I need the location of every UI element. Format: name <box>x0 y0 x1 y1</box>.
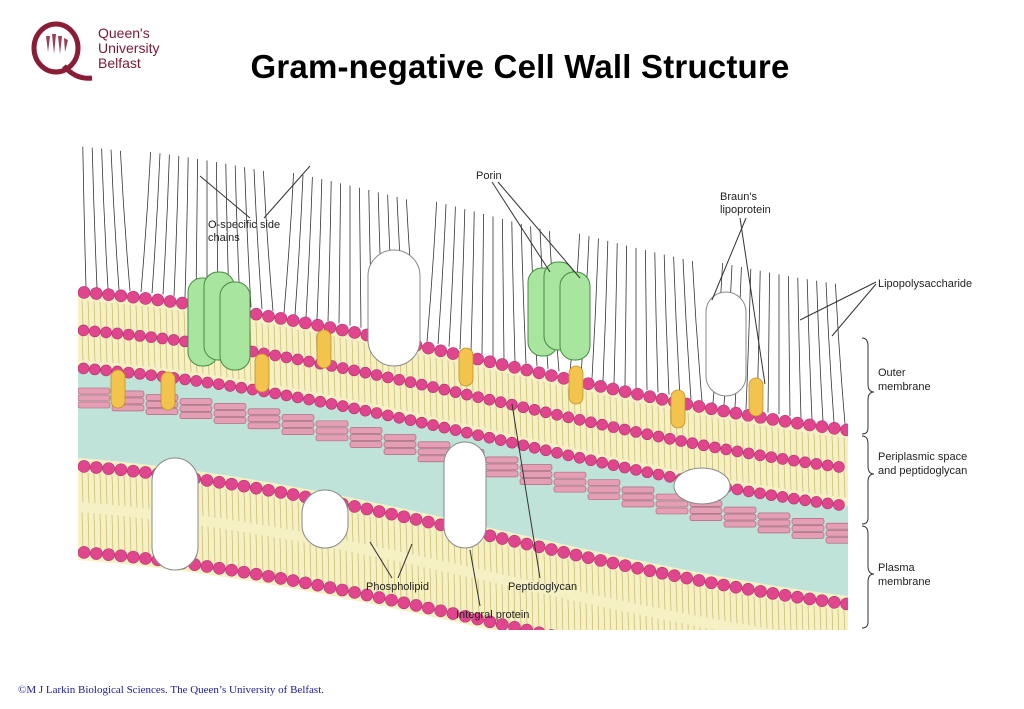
outer-membrane-protein-2 <box>705 291 747 397</box>
porin-right <box>527 261 591 361</box>
bracket-outer-membrane <box>861 337 875 435</box>
label-lipopolysaccharide: Lipopolysaccharide <box>878 278 973 290</box>
integral-protein <box>443 441 487 549</box>
outer-membrane-protein-1 <box>367 249 421 367</box>
lipoprotein-2 <box>160 371 176 411</box>
page-title: Gram-negative Cell Wall Structure <box>250 48 790 85</box>
outer-bottom-head-row <box>77 362 845 511</box>
bracket-periplasm <box>861 435 875 525</box>
university-logo: Queen's University Belfast <box>28 18 198 84</box>
outer-tails-lower <box>81 334 846 498</box>
lipoprotein-3 <box>254 353 270 393</box>
lipoprotein-5 <box>458 347 474 387</box>
label-integral-protein: Integral protein <box>456 609 530 621</box>
plasma-protein-1 <box>151 457 199 571</box>
lipoprotein-6 <box>568 365 584 405</box>
label-phospholipid: Phospholipid <box>366 581 429 593</box>
label-periplasmic-space: Periplasmic space and peptidoglycan <box>878 451 968 477</box>
label-peptidoglycan: Peptidoglycan <box>508 581 578 593</box>
copyright-footer: ©M J Larkin Biological Sciences. The Que… <box>18 684 325 696</box>
lipoprotein-7 <box>670 389 686 429</box>
lipoprotein-1 <box>110 369 126 409</box>
lipoprotein-4 <box>316 329 332 369</box>
logo-line2: Belfast <box>98 55 141 71</box>
lps-head-row <box>77 286 853 437</box>
label-o-specific: O-specific side chains <box>208 219 281 244</box>
label-plasma-membrane: Plasma membrane <box>878 562 931 588</box>
logo-text: Queen's University Belfast <box>98 26 198 71</box>
lipoprotein-8 <box>748 377 764 417</box>
logo-crest-icon <box>31 21 93 81</box>
plasma-protein-2 <box>301 489 349 549</box>
label-brauns-lipoprotein: Braun's lipoprotein <box>720 191 771 216</box>
logo-line1: Queen's University <box>98 25 160 56</box>
plasma-protein-3 <box>673 467 731 505</box>
porin-left <box>187 271 251 371</box>
label-porin: Porin <box>476 170 502 182</box>
label-outer-membrane: Outer membrane <box>878 367 931 393</box>
bracket-plasma-membrane <box>861 525 875 629</box>
